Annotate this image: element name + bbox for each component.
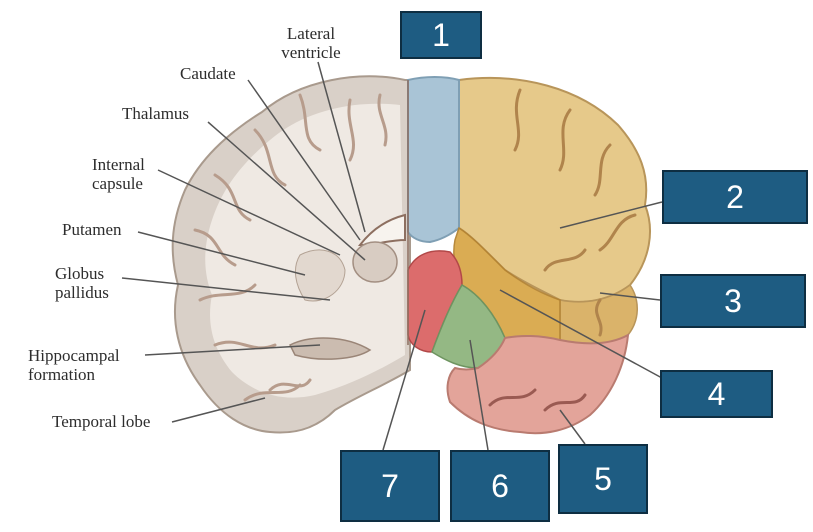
left-thalamus-shape [352, 241, 398, 283]
label-internal-capsule: Internal capsule [92, 155, 145, 193]
left-sulci [193, 93, 388, 402]
number-box-2[interactable]: 2 [662, 170, 808, 224]
leader-box-7 [382, 309, 426, 451]
number-box-1[interactable]: 1 [400, 11, 482, 59]
leader-lateral-ventricle [317, 61, 366, 233]
leader-temporal-lobe [171, 397, 266, 423]
temporal-sulci [488, 388, 587, 412]
leader-hippocampal [144, 344, 321, 356]
leader-putamen [137, 231, 306, 276]
leader-box-6 [469, 339, 489, 451]
number-box-5[interactable]: 5 [558, 444, 648, 514]
leader-box-2 [559, 201, 663, 229]
right-hemisphere [407, 76, 651, 435]
left-white-matter [205, 103, 405, 398]
leader-caudate [247, 79, 361, 241]
region-5-temporal [446, 333, 630, 435]
label-temporal-lobe: Temporal lobe [52, 412, 151, 431]
right-sulci [513, 88, 637, 337]
label-lateral-ventricle: Lateral ventricle [281, 24, 341, 62]
label-putamen: Putamen [62, 220, 122, 239]
label-thalamus: Thalamus [122, 104, 190, 123]
label-caudate: Caudate [180, 64, 236, 83]
number-box-4[interactable]: 4 [660, 370, 773, 418]
left-ventricle-shape [357, 213, 406, 247]
region-1-medial [407, 76, 460, 244]
left-hemisphere [171, 75, 411, 434]
leader-lines [121, 61, 663, 451]
leader-internal-capsule [157, 169, 341, 256]
number-box-3[interactable]: 3 [660, 274, 806, 328]
leader-globus-pallidus [121, 277, 331, 301]
leader-thalamus [207, 121, 366, 261]
leader-box-4 [499, 289, 663, 379]
leader-box-5 [559, 409, 586, 445]
left-hippocampus-shape [288, 337, 372, 360]
number-box-6[interactable]: 6 [450, 450, 550, 522]
label-hippocampal-formation: Hippocampal formation [28, 346, 120, 384]
left-putamen-shape [294, 249, 346, 302]
number-box-7[interactable]: 7 [340, 450, 440, 522]
leader-box-3 [599, 292, 661, 301]
label-globus-pallidus: Globus pallidus [55, 264, 109, 302]
